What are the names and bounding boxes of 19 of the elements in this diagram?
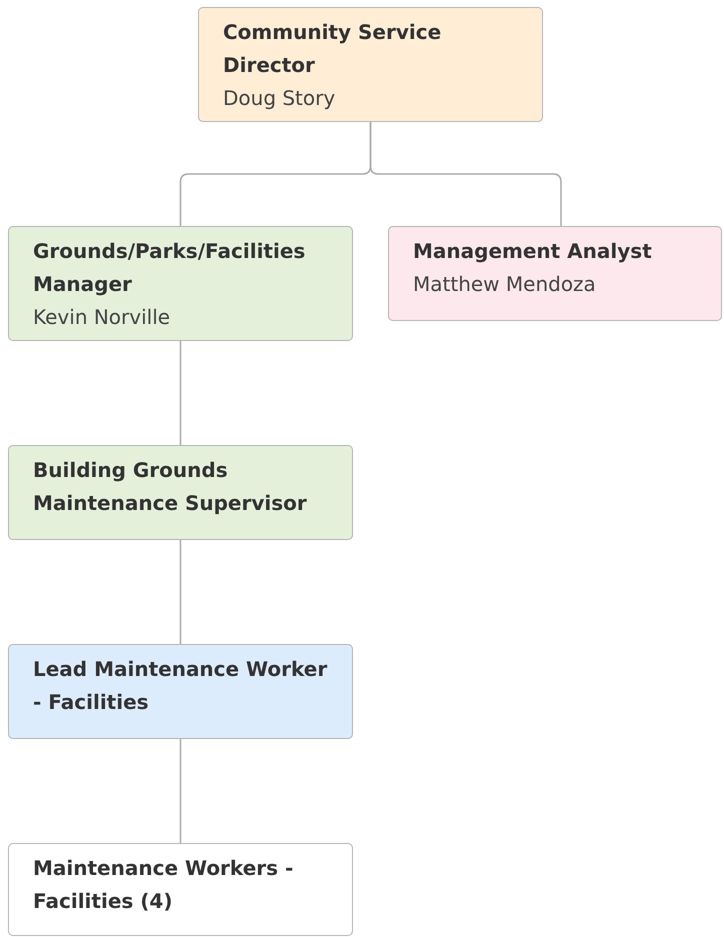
job-title: Building Grounds Maintenance Supervisor <box>33 457 308 517</box>
job-title: Community Service Director <box>223 19 442 79</box>
connector-line <box>180 540 182 644</box>
job-title: Maintenance Workers - Facilities (4) <box>33 855 294 915</box>
org-box <box>8 843 353 936</box>
person-name: Doug Story <box>223 85 336 112</box>
connector-line <box>180 739 182 843</box>
job-title: Lead Maintenance Worker - Facilities <box>33 656 328 716</box>
connector-line <box>370 122 562 226</box>
org-box <box>198 7 543 122</box>
person-name: Matthew Mendoza <box>413 271 597 298</box>
connector-line <box>180 341 182 445</box>
org-box <box>8 445 353 540</box>
org-box <box>8 644 353 739</box>
job-title: Grounds/Parks/Facilities Manager <box>33 238 306 298</box>
person-name: Kevin Norville <box>33 304 172 331</box>
job-title: Management Analyst <box>413 238 653 265</box>
org-box <box>388 226 722 321</box>
org-box <box>8 226 353 341</box>
